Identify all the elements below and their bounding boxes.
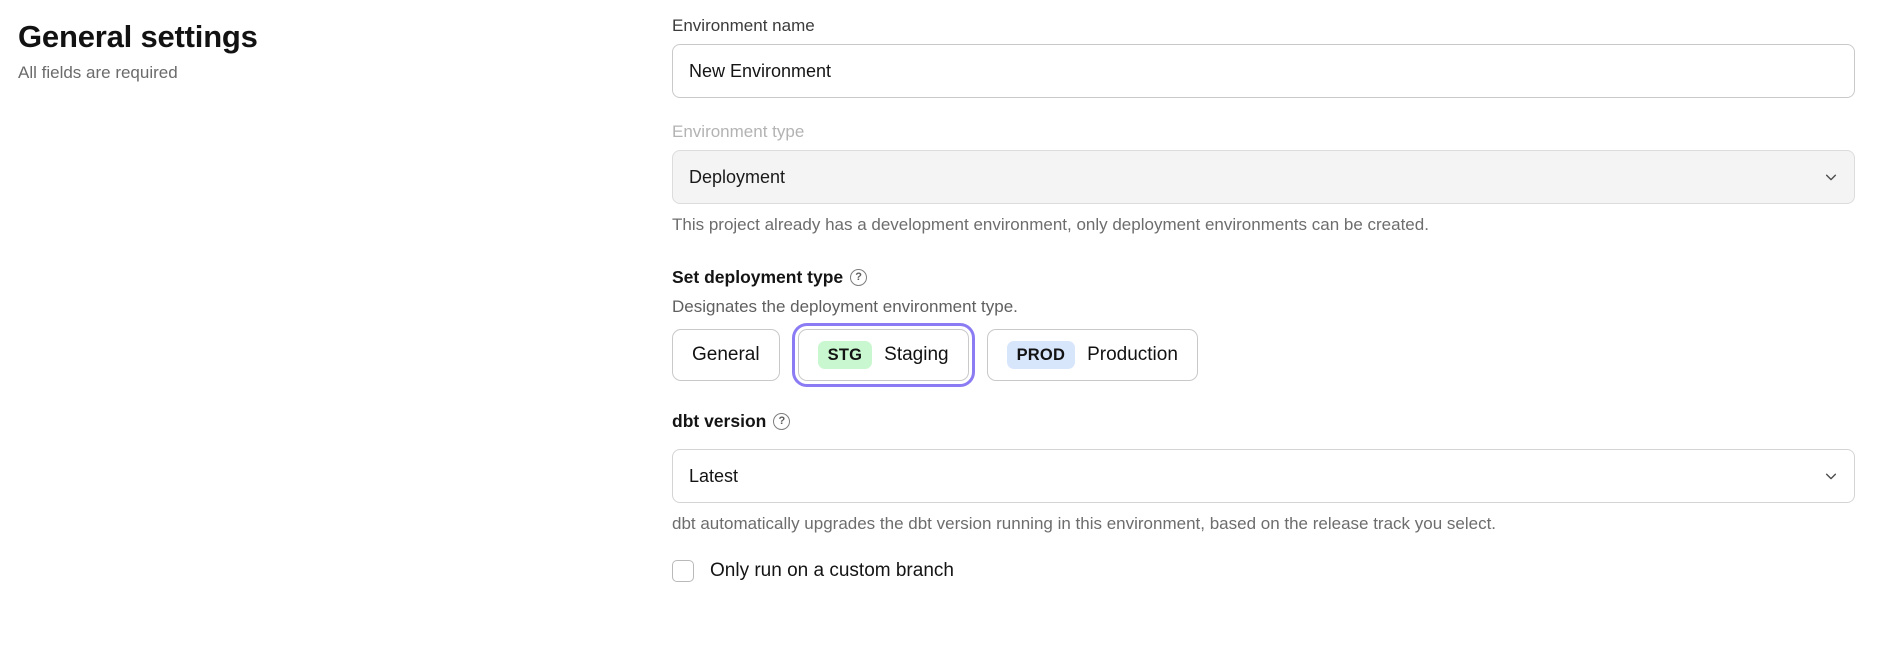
help-circle-icon[interactable]: ?	[850, 268, 868, 286]
page-subtitle: All fields are required	[18, 63, 178, 82]
deployment-type-option-staging[interactable]: STG Staging	[791, 323, 975, 387]
help-circle-icon[interactable]: ?	[773, 412, 791, 430]
environment-type-select[interactable]: Deployment	[672, 150, 1855, 204]
deployment-type-field: Set deployment type ? Designates the dep…	[672, 265, 1855, 387]
deployment-type-option-general-label: General	[692, 344, 760, 365]
dbt-version-value: Latest	[689, 465, 739, 486]
environment-type-value: Deployment	[689, 166, 786, 187]
dbt-version-label: dbt version	[672, 411, 767, 431]
deployment-type-label-row: Set deployment type ?	[672, 265, 1855, 289]
dbt-version-select-wrap: Latest	[672, 449, 1855, 503]
production-badge: PROD	[1006, 341, 1076, 369]
deployment-type-option-production[interactable]: PROD Production	[986, 329, 1198, 381]
environment-type-helper-text: This project already has a development e…	[672, 215, 1429, 234]
dbt-version-select[interactable]: Latest	[672, 449, 1855, 503]
staging-badge: STG	[817, 341, 873, 369]
dbt-version-helper-text: dbt automatically upgrades the dbt versi…	[672, 514, 1497, 533]
deployment-type-label: Set deployment type	[672, 267, 844, 287]
deployment-type-option-production-label: Production	[1087, 344, 1178, 365]
deployment-type-option-staging-label: Staging	[884, 344, 949, 365]
custom-branch-checkbox[interactable]	[672, 560, 694, 582]
settings-form-column: Environment name Environment type Deploy…	[672, 0, 1888, 582]
dbt-version-field: dbt version ? Latest dbt automatically u…	[672, 409, 1855, 536]
deployment-type-option-group: General STG Staging PROD Production	[672, 323, 1855, 387]
deployment-type-description: Designates the deployment environment ty…	[672, 297, 1018, 316]
deployment-type-option-general[interactable]: General	[672, 329, 780, 381]
environment-type-label: Environment type	[672, 122, 805, 141]
custom-branch-row: Only run on a custom branch	[672, 560, 1855, 582]
environment-name-input[interactable]	[672, 44, 1855, 98]
dbt-version-label-row: dbt version ?	[672, 409, 1855, 433]
environment-type-select-wrap: Deployment	[672, 150, 1855, 204]
environment-type-field: Environment type Deployment This project…	[672, 120, 1855, 237]
environment-name-field: Environment name	[672, 14, 1855, 98]
environment-name-label: Environment name	[672, 16, 815, 35]
page-title: General settings	[18, 19, 258, 54]
settings-header-column: General settings All fields are required	[0, 0, 672, 84]
custom-branch-label: Only run on a custom branch	[710, 560, 954, 581]
